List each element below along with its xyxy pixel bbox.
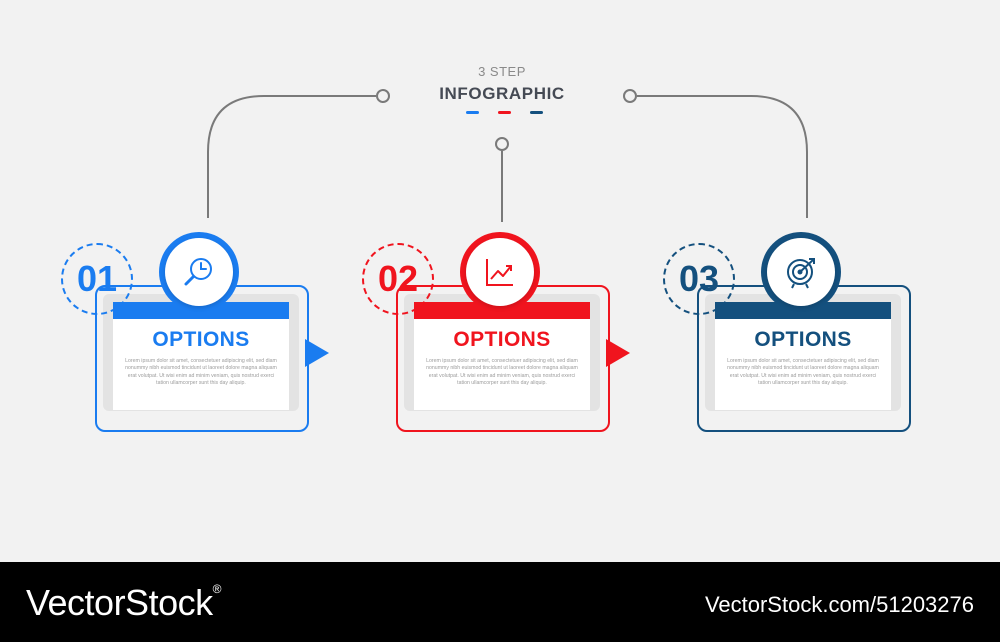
brand-logo: VectorStock® xyxy=(26,582,221,624)
icon-badge xyxy=(767,238,835,306)
connector-lines xyxy=(207,89,808,222)
header-title: INFOGRAPHIC xyxy=(439,84,565,103)
connector-node-center xyxy=(495,137,509,151)
dash-red xyxy=(498,111,511,114)
dash-navy xyxy=(530,111,543,114)
step-3: OPTIONS Lorem ipsum dolor sit amet, cons… xyxy=(663,232,977,432)
connector-left xyxy=(207,95,376,218)
connector-node-right xyxy=(623,89,637,103)
step-1: OPTIONS Lorem ipsum dolor sit amet, cons… xyxy=(61,232,375,432)
icon-badge xyxy=(466,238,534,306)
brand-name: VectorStock xyxy=(26,582,213,623)
target-icon xyxy=(787,258,815,289)
card-title: OPTIONS xyxy=(754,328,852,351)
step-card: OPTIONS Lorem ipsum dolor sit amet, cons… xyxy=(113,302,289,410)
card-body-text: Lorem ipsum dolor sit amet, consectetuer… xyxy=(727,358,879,387)
step-number: 01 xyxy=(76,258,118,299)
brand-registered-mark: ® xyxy=(212,582,222,596)
step-arrow xyxy=(305,339,329,367)
number-ring xyxy=(663,243,735,315)
step-card: OPTIONS Lorem ipsum dolor sit amet, cons… xyxy=(414,302,590,410)
footer-bar: VectorStock® VectorStock.com/51203276 xyxy=(0,562,1000,642)
icon-badge xyxy=(165,238,233,306)
connector-node-left xyxy=(376,89,390,103)
step-arrow xyxy=(606,339,630,367)
step-card: OPTIONS Lorem ipsum dolor sit amet, cons… xyxy=(715,302,891,410)
stock-id: VectorStock.com/51203276 xyxy=(704,592,974,617)
card-body-text: Lorem ipsum dolor sit amet, consectetuer… xyxy=(125,358,277,387)
dash-blue xyxy=(466,111,479,114)
card-body-text: Lorem ipsum dolor sit amet, consectetuer… xyxy=(426,358,578,387)
number-ring xyxy=(61,243,133,315)
card-title: OPTIONS xyxy=(453,328,551,351)
infographic-canvas: 3 STEP INFOGRAPHIC OPTIONS Lorem ipsum d… xyxy=(61,64,977,432)
magnifier-clock-icon xyxy=(184,258,212,286)
number-ring xyxy=(362,243,434,315)
step-2: OPTIONS Lorem ipsum dolor sit amet, cons… xyxy=(362,232,676,432)
connector-right xyxy=(637,95,808,218)
step-number: 02 xyxy=(377,258,419,299)
growth-chart-icon xyxy=(486,259,513,286)
header-subtitle: 3 STEP xyxy=(478,64,526,79)
card-title: OPTIONS xyxy=(152,328,250,351)
step-number: 03 xyxy=(678,258,720,299)
